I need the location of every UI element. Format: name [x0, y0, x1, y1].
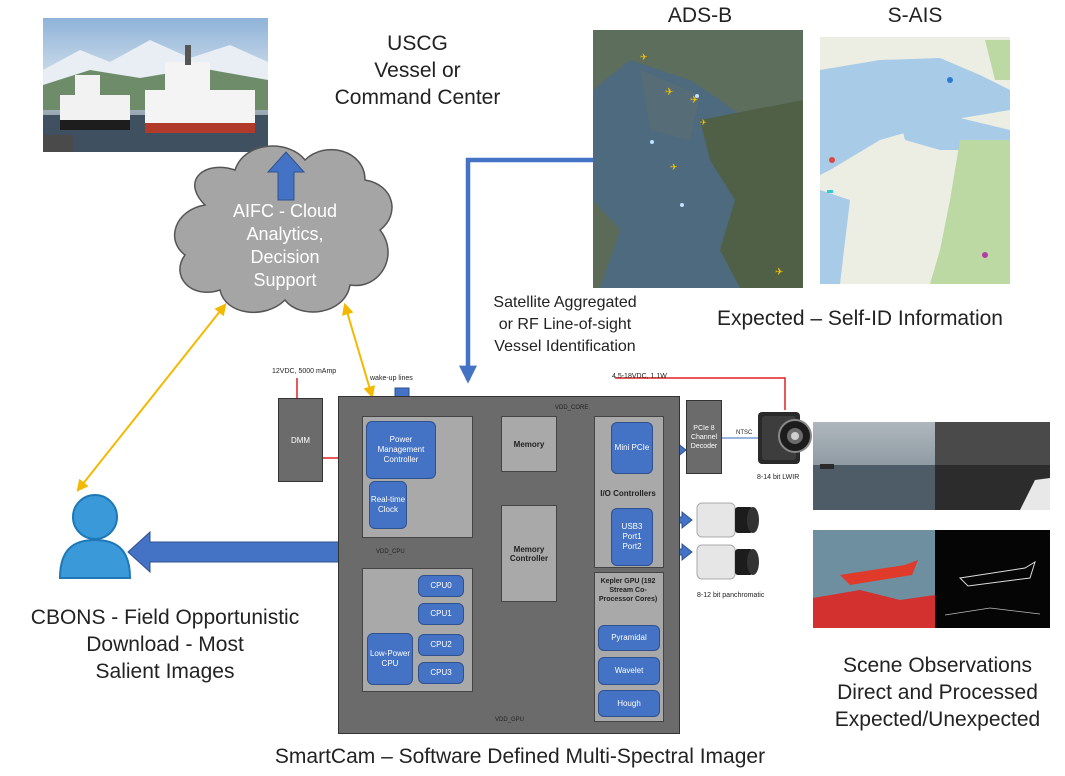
vdd-gpu-label: VDD_GPU: [495, 717, 525, 723]
arrow-smartcam-to-user: [127, 530, 341, 574]
cloud-line-3: Decision: [250, 247, 320, 267]
mini-pcie-block: Mini PCIe: [611, 422, 653, 474]
usb3-ports-block: USB3 Port1 Port2: [611, 508, 653, 566]
dmm-block: DMM: [278, 398, 323, 482]
pyramidal-block: Pyramidal: [598, 625, 660, 651]
hough-block: Hough: [598, 690, 660, 717]
satellite-line-1: Satellite Aggregated: [493, 294, 637, 311]
scene-image-1: [813, 422, 1050, 510]
power-45v-label: 4.5-18VDC, 1.1W: [612, 373, 667, 380]
expected-self-id-label: Expected – Self-ID Information: [717, 307, 1003, 330]
scene-line-1: Scene Observations: [842, 654, 1033, 677]
cloud-label: AIFC - Cloud Analytics, Decision Support: [205, 200, 365, 292]
wakeup-label: wake-up lines: [370, 375, 413, 382]
satellite-link-line: [459, 157, 593, 384]
svg-text:✈: ✈: [665, 87, 673, 98]
cloud-line-1: AIFC - Cloud: [232, 201, 338, 221]
realtime-clock: Real-time Clock: [369, 481, 407, 529]
sais-map: [820, 37, 1010, 284]
panchromatic-camera-2: [696, 544, 759, 580]
cpu2-block: CPU2: [418, 634, 464, 656]
wavelet-block: Wavelet: [598, 657, 660, 685]
cbons-line-2: Download - Most: [86, 633, 244, 656]
panchromatic-label: 8-12 bit panchromatic: [697, 592, 765, 599]
io-controllers-label: I/O Controllers: [600, 489, 656, 498]
satellite-label: Satellite Aggregated or RF Line-of-sight…: [470, 292, 660, 358]
lwir-label: 8-14 bit LWIR: [757, 474, 800, 481]
power-12v-label: 12VDC, 5000 mAmp: [272, 368, 337, 375]
scene-line-2: Direct and Processed: [837, 681, 1038, 704]
lwir-camera: [758, 412, 812, 464]
scene-line-3: Expected/Unexpected: [834, 708, 1041, 731]
cbons-line-3: Salient Images: [95, 660, 235, 683]
vdd-cpu-label: VDD_CPU: [376, 549, 405, 555]
uscg-line-3: Command Center: [334, 86, 501, 109]
cbons-line-1: CBONS - Field Opportunistic: [30, 606, 300, 629]
cloud-shape: [174, 145, 393, 314]
ntsc-label: NTSC: [736, 430, 753, 436]
cloud-line-2: Analytics,: [246, 224, 324, 244]
panchromatic-camera-1: [696, 502, 759, 538]
svg-text:✈: ✈: [775, 267, 783, 278]
memory-controller-label: Memory Controller: [509, 544, 549, 563]
cbons-label: CBONS - Field Opportunistic Download - M…: [0, 604, 330, 685]
cpu3-block: CPU3: [418, 662, 464, 684]
arrow-cloud-to-smartcam: [341, 302, 376, 399]
scene-image-2: [813, 530, 1050, 628]
memory-controller-block: Memory Controller: [501, 505, 557, 602]
vdd-core-label: VDD_CORE: [555, 405, 589, 411]
uscg-label: USCG Vessel or Command Center: [325, 30, 510, 111]
cloud-line-4: Support: [253, 270, 317, 290]
smartcam-caption: SmartCam – Software Defined Multi-Spectr…: [274, 745, 766, 768]
ship-photo: [43, 18, 268, 152]
uscg-line-2: Vessel or: [374, 59, 461, 82]
satellite-line-3: Vessel Identification: [494, 338, 636, 355]
memory-label: Memory: [513, 439, 545, 449]
cpu1-block: CPU1: [418, 603, 464, 625]
satellite-line-2: or RF Line-of-sight: [498, 316, 632, 333]
pcie-decoder-label: PCIe 8 Channel Decoder: [690, 424, 718, 450]
memory-block: Memory: [501, 416, 557, 472]
svg-text:✈: ✈: [640, 52, 648, 62]
kepler-gpu-label: Kepler GPU (192 Stream Co-Processor Core…: [598, 578, 658, 603]
cpu0-block: CPU0: [418, 575, 464, 597]
uscg-line-1: USCG: [387, 32, 448, 55]
user-icon: [58, 494, 132, 579]
arrow-cloud-to-user: [76, 303, 227, 492]
low-power-cpu-block: Low-Power CPU: [367, 633, 413, 685]
svg-text:✈: ✈: [670, 162, 678, 172]
svg-text:✈: ✈: [690, 95, 698, 106]
adsb-map: ✈ ✈ ✈ ✈ ✈ ✈: [593, 30, 803, 288]
sais-title: S-AIS: [887, 4, 943, 27]
adsb-title: ADS-B: [667, 4, 733, 27]
arrow-cloud-to-ship: [266, 151, 306, 201]
dmm-label: DMM: [290, 435, 311, 445]
pcie-decoder-block: PCIe 8 Channel Decoder: [686, 400, 722, 474]
power-management-controller: Power Management Controller: [366, 421, 436, 479]
scene-label: Scene Observations Direct and Processed …: [815, 652, 1060, 733]
svg-text:✈: ✈: [700, 118, 707, 127]
